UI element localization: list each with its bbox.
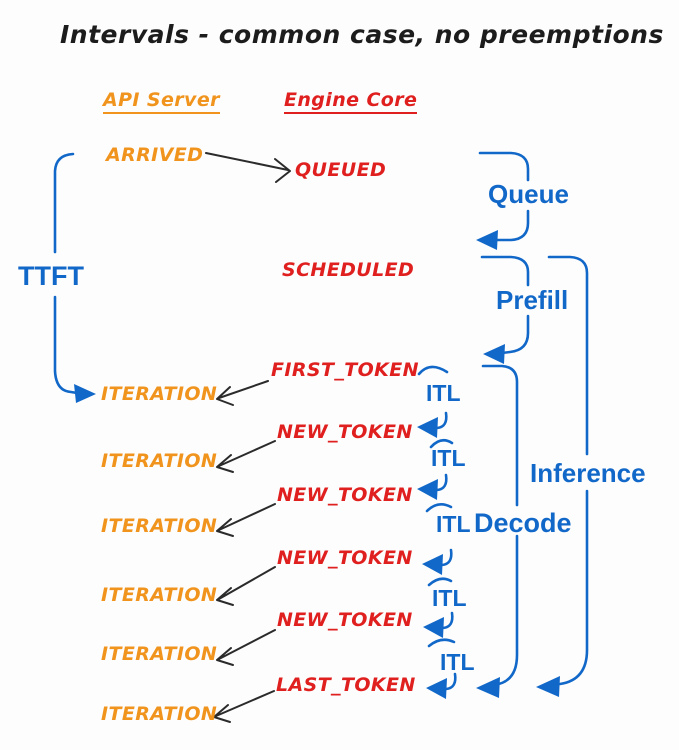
itl-arc	[427, 577, 453, 587]
inference-bracket	[536, 255, 589, 697]
decode-bracket	[476, 364, 519, 698]
column-header-engine-core: Engine Core	[284, 90, 418, 114]
event-iteration: ITERATION	[101, 450, 218, 472]
itl-arc	[425, 502, 453, 513]
event-iteration: ITERATION	[101, 584, 218, 606]
event-iteration: ITERATION	[101, 643, 218, 665]
arrow-new-token-to-iteration	[216, 566, 276, 606]
queue-bracket	[476, 151, 530, 250]
interval-itl-label: ITL	[431, 445, 466, 471]
event-new-token: NEW_TOKEN	[277, 421, 413, 443]
event-queued: QUEUED	[295, 159, 387, 181]
interval-inference-label: Inference	[530, 458, 646, 488]
ttft-bracket	[53, 152, 96, 403]
event-last-token: LAST_TOKEN	[276, 674, 416, 696]
arrow-last-token-to-iteration	[213, 690, 275, 723]
arrow-new-token-to-iteration	[216, 440, 276, 473]
itl-arc	[427, 638, 456, 648]
column-header-api-server: API Server	[103, 90, 220, 114]
itl-arrow	[426, 672, 457, 699]
interval-prefill-label: Prefill	[496, 285, 569, 315]
event-iteration: ITERATION	[101, 703, 218, 725]
diagram-title: Intervals - common case, no preemptions	[60, 20, 664, 49]
event-first-token: FIRST_TOKEN	[271, 359, 419, 381]
itl-arrow	[423, 611, 454, 638]
interval-itl-label: ITL	[440, 649, 475, 675]
arrow-new-token-to-iteration	[216, 503, 276, 537]
interval-queue-label: Queue	[488, 179, 569, 209]
interval-decode-label: Decode	[474, 508, 572, 538]
arrow-new-token-to-iteration	[216, 629, 276, 666]
interval-itl-label: ITL	[432, 585, 467, 611]
itl-arc	[417, 365, 449, 376]
event-new-token: NEW_TOKEN	[277, 609, 413, 631]
itl-arc	[429, 438, 454, 449]
event-arrived: ARRIVED	[106, 144, 204, 166]
itl-arrow	[422, 548, 453, 575]
interval-itl-label: ITL	[436, 511, 471, 537]
arrow-first-token-to-iteration	[216, 380, 269, 406]
arrow-arrived-to-queued	[205, 152, 291, 183]
event-new-token: NEW_TOKEN	[277, 547, 413, 569]
prefill-bracket	[480, 255, 530, 364]
itl-arrow	[417, 411, 448, 438]
event-new-token: NEW_TOKEN	[277, 484, 413, 506]
interval-ttft-label: TTFT	[18, 261, 84, 291]
itl-arrow	[417, 473, 448, 500]
event-iteration: ITERATION	[101, 515, 218, 537]
interval-itl-label: ITL	[426, 380, 461, 406]
event-iteration: ITERATION	[101, 383, 218, 405]
event-scheduled: SCHEDULED	[282, 259, 415, 281]
